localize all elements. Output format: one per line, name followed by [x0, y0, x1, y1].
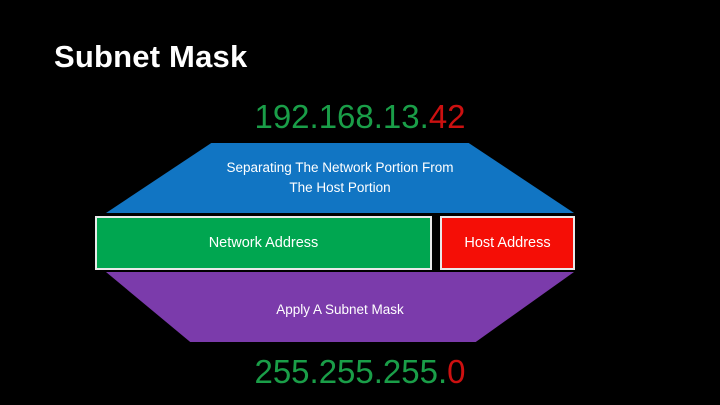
- network-address-bar: Network Address: [95, 216, 432, 270]
- mask-host-portion: 0: [447, 353, 466, 390]
- upper-banner-text: Separating The Network Portion From The …: [106, 158, 574, 197]
- host-address-bar: Host Address: [440, 216, 575, 270]
- upper-banner-line-2: The Host Portion: [289, 179, 391, 195]
- ip-network-portion: 192.168.13.: [254, 98, 429, 135]
- host-address-label: Host Address: [464, 234, 551, 251]
- mask-network-portion: 255.255.255.: [254, 353, 448, 390]
- ip-address-text: 192.168.13.42: [0, 100, 720, 133]
- page-title: Subnet Mask: [54, 39, 248, 74]
- network-address-label: Network Address: [208, 234, 319, 251]
- lower-banner-text: Apply A Subnet Mask: [276, 302, 404, 317]
- ip-host-portion: 42: [428, 98, 466, 135]
- upper-banner-line-1: Separating The Network Portion From: [226, 160, 454, 175]
- subnet-mask-text: 255.255.255.0: [0, 355, 720, 388]
